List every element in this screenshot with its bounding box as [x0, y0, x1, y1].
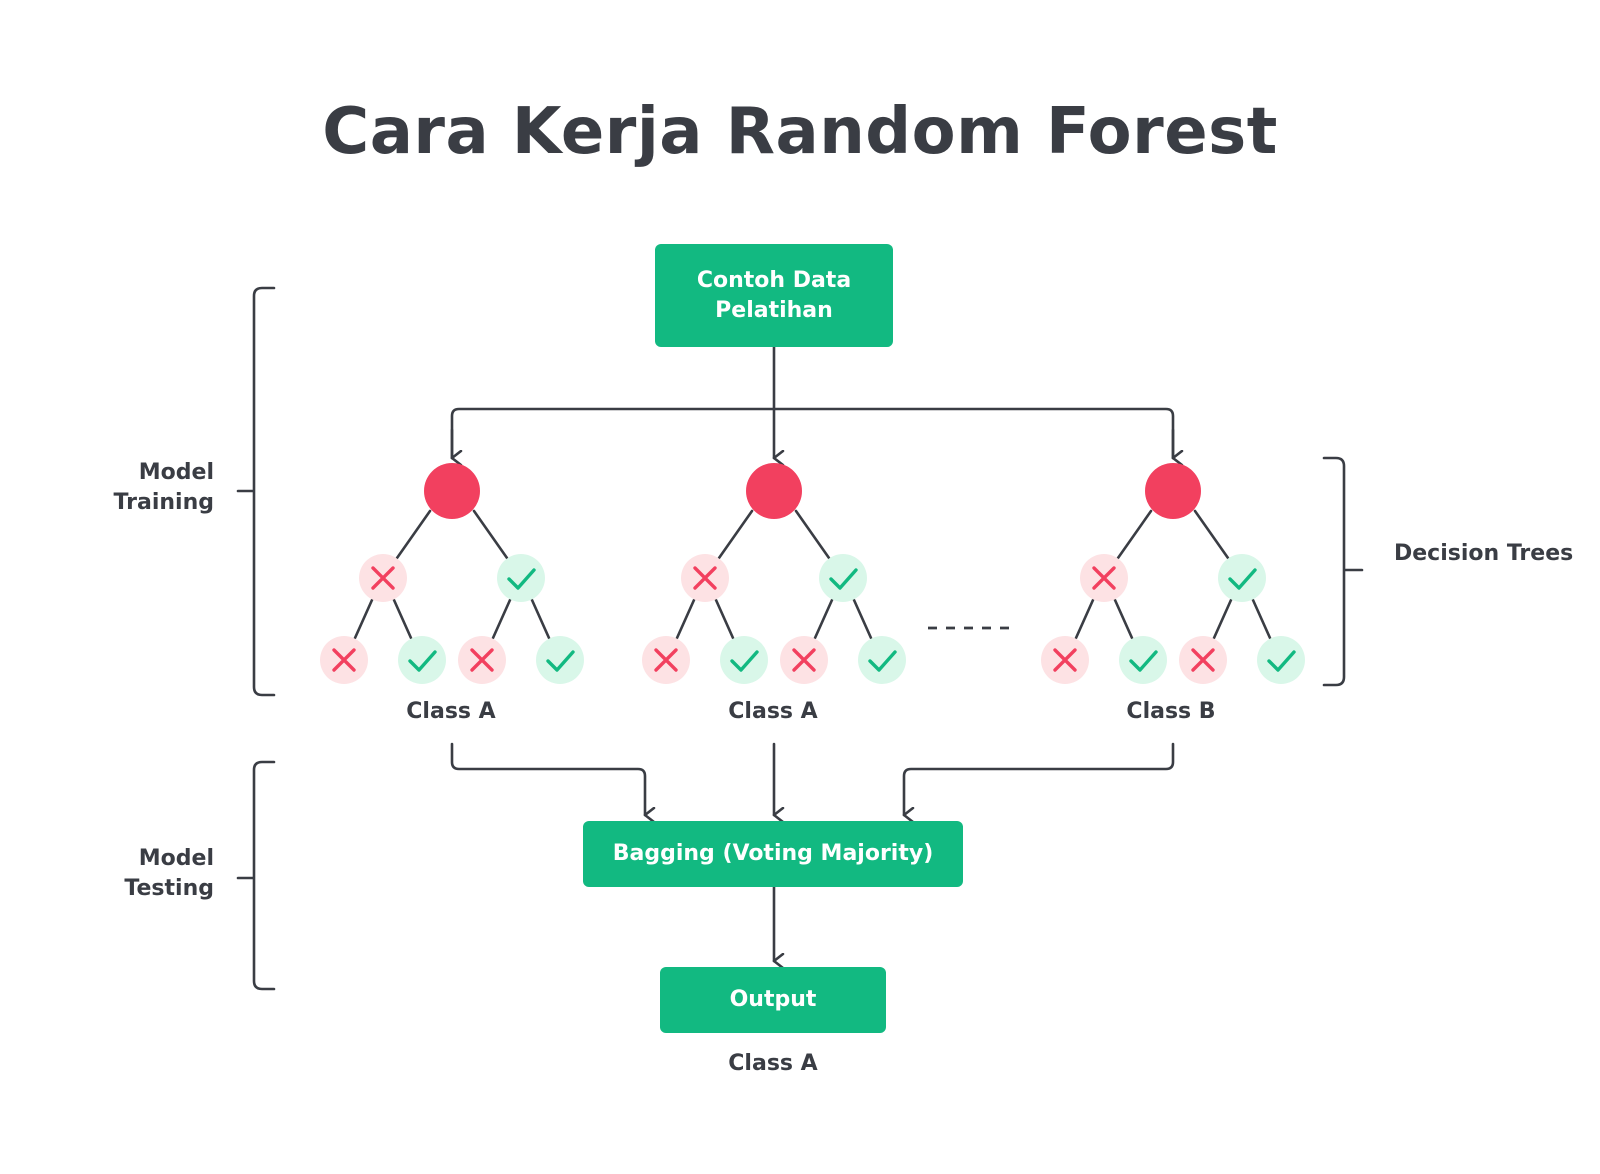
check-icon [1267, 650, 1296, 672]
tree-edge [1116, 509, 1153, 560]
leaf-check-bg [720, 636, 768, 684]
check-icon [1228, 568, 1257, 590]
leaf-check-bg [536, 636, 584, 684]
decision-trees-label: Decision Trees [1394, 541, 1574, 566]
model-testing-bracket [236, 760, 276, 991]
connectors [450, 345, 1175, 961]
leaf-check-bg [1119, 636, 1167, 684]
tree-edge [714, 598, 735, 640]
leaf-check-bg [1257, 636, 1305, 684]
cross-icon [792, 648, 816, 672]
arrow-tree-3-to-bagging [902, 742, 1175, 815]
root-node [746, 463, 802, 519]
tree-edge [392, 598, 413, 640]
cross-icon [1092, 566, 1116, 590]
tree-edge [1193, 509, 1230, 560]
final-class-label: Class A [728, 1051, 818, 1076]
decision-tree-2 [642, 463, 906, 684]
split-line [450, 407, 1175, 460]
check-icon [507, 568, 536, 590]
tree-edge [395, 509, 432, 560]
page-title: Cara Kerja Random Forest [322, 95, 1278, 169]
root-node [1145, 463, 1201, 519]
output-box: Output [660, 967, 886, 1033]
training-sample-box: Contoh Data Pelatihan [655, 244, 893, 347]
tree-2-class-label: Class A [728, 699, 818, 724]
cross-icon [1191, 648, 1215, 672]
leaf-check-bg [858, 636, 906, 684]
check-icon [408, 650, 437, 672]
arrow-tree-1-to-bagging [450, 742, 645, 815]
mid-check-bg [1218, 554, 1266, 602]
tree-edge [1251, 598, 1272, 640]
check-icon [868, 650, 897, 672]
cross-icon [654, 648, 678, 672]
tree-edge [472, 509, 509, 560]
cross-icon [693, 566, 717, 590]
mid-check-bg [497, 554, 545, 602]
check-icon [730, 650, 759, 672]
brackets [236, 286, 1364, 991]
leaf-check-bg [398, 636, 446, 684]
bagging-box: Bagging (Voting Majority) [583, 821, 963, 887]
decision-tree-3 [1041, 463, 1305, 684]
tree-edge [530, 598, 551, 640]
root-node [424, 463, 480, 519]
tree-edge [794, 509, 831, 560]
check-icon [1129, 650, 1158, 672]
decision-tree-1 [320, 463, 584, 684]
tree-3-class-label: Class B [1126, 699, 1216, 724]
tree-1-class-label: Class A [406, 699, 496, 724]
check-icon [546, 650, 575, 672]
check-icon [829, 568, 858, 590]
decision-trees-bracket [1322, 456, 1364, 687]
model-training-label: Model Training [113, 460, 214, 515]
model-training-bracket [236, 286, 276, 697]
tree-edge [491, 598, 512, 640]
tree-edge [1074, 598, 1095, 640]
cross-icon [371, 566, 395, 590]
tree-edge [1212, 598, 1233, 640]
tree-edge [717, 509, 754, 560]
tree-edge [852, 598, 873, 640]
tree-edge [813, 598, 834, 640]
tree-edge [353, 598, 374, 640]
mid-check-bg [819, 554, 867, 602]
tree-edge [675, 598, 696, 640]
decision-trees [320, 463, 1305, 684]
cross-icon [332, 648, 356, 672]
cross-icon [1053, 648, 1077, 672]
tree-edge [1113, 598, 1134, 640]
model-testing-label: Model Testing [124, 846, 214, 901]
cross-icon [470, 648, 494, 672]
